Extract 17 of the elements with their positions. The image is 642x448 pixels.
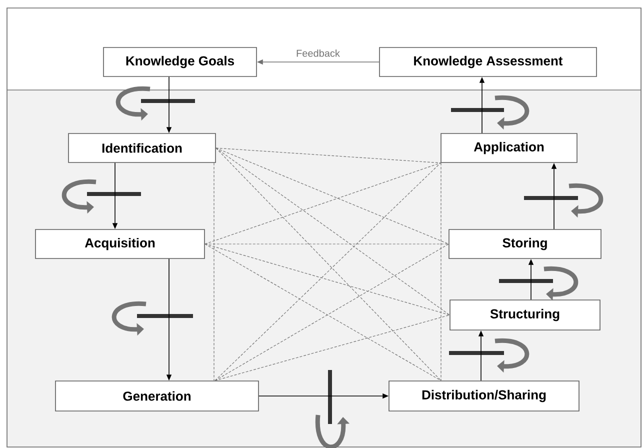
connector-line [214, 314, 450, 381]
process-box: Structuring [450, 300, 600, 330]
process-box: Distribution/Sharing [388, 380, 580, 412]
process-box: Knowledge Assessment [379, 47, 597, 77]
connector-line [204, 244, 450, 316]
process-box: Identification [68, 133, 216, 163]
connector-line [216, 148, 449, 244]
process-box: Storing [448, 229, 602, 259]
process-box: Application [440, 133, 578, 163]
connector-line [216, 148, 450, 316]
connector-line [216, 148, 441, 164]
edge-label: Feedback [296, 49, 340, 57]
process-box: Knowledge Goals [103, 47, 257, 77]
process-box: Acquisition [35, 229, 205, 259]
process-box: Generation [55, 380, 259, 412]
connector-line [440, 162, 442, 381]
connector-line [204, 162, 441, 244]
